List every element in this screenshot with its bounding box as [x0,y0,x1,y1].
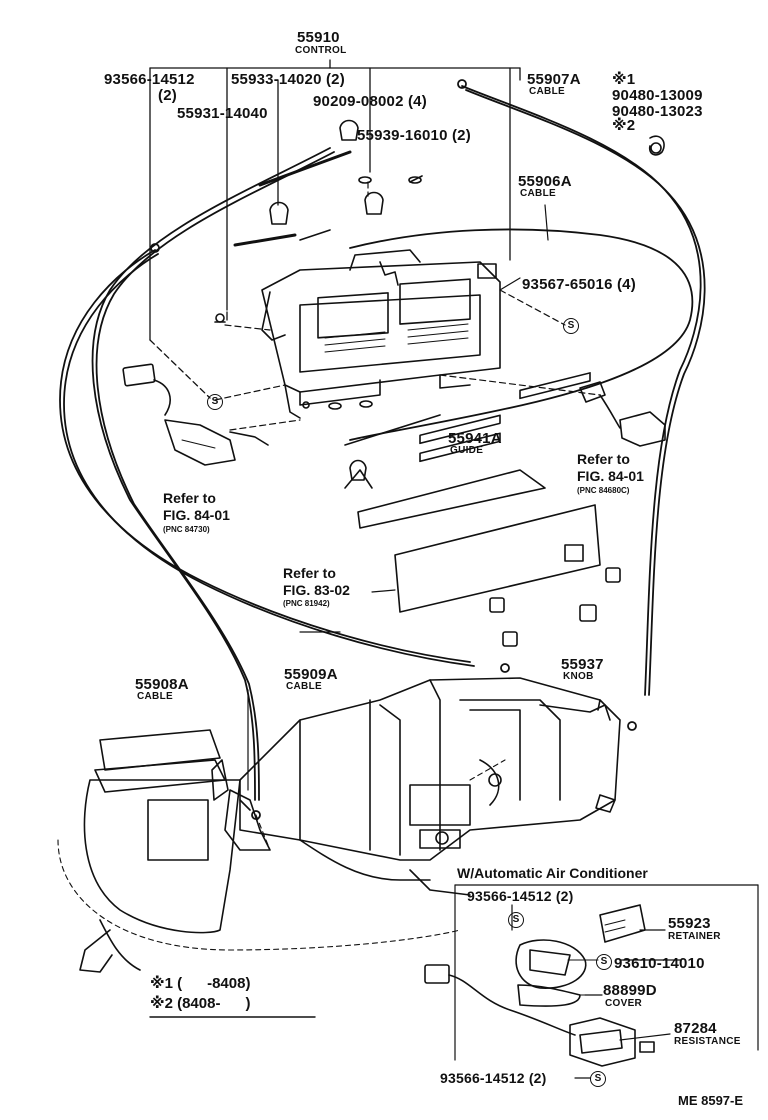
label-guide-pn: 55941A [448,430,502,447]
label-cable-b-pn: 55906A [518,173,572,190]
label-screw-a-qty: (2) [158,87,177,104]
label-ref-84-01-right-line2: FIG. 84-01 [577,468,644,484]
label-ref-83-02-pnc: (PNC 81942) [283,599,330,608]
label-part-55939: 55939-16010 (2) [357,127,471,144]
label-part-55931: 55931-14040 [177,105,268,122]
screw-marker: S [508,912,524,928]
small-clips [214,119,665,323]
label-resistance-name: RESISTANCE [674,1036,741,1047]
label-cable-c-name: CABLE [137,691,173,702]
right-harness [579,381,666,447]
label-part-55933: 55933-14020 (2) [231,71,345,88]
label-control-pn: 55910 [297,29,340,46]
screw-marker: S [596,954,612,970]
heater-case [79,677,621,973]
label-cable-d-pn: 55909A [284,666,338,683]
left-harness [122,363,269,466]
label-ref-84-01-left-pnc: (PNC 84730) [163,525,210,534]
legend-note-1: ※1 ( -8408) [150,975,251,992]
label-auto-screw-top: 93566-14512 (2) [467,888,574,904]
label-note1-mark: ※1 [612,71,636,88]
label-ref-84-01-right-line1: Refer to [577,451,630,467]
knobs [489,567,621,647]
label-knob-pn: 55937 [561,656,604,673]
label-auto-ac-header: W/Automatic Air Conditioner [457,865,648,881]
label-leaders [149,204,681,1079]
dashed-connectors [214,181,601,431]
label-screw-b-pn: 93567-65016 (4) [522,276,636,293]
label-cable-c-pn: 55908A [135,676,189,693]
label-cable-d-name: CABLE [286,681,322,692]
label-note1b-pn: 90480-13023 [612,103,703,120]
label-ref-84-01-left-line1: Refer to [163,490,216,506]
label-screw-a-pn: 93566-14512 [104,71,195,88]
label-ref-83-02-line2: FIG. 83-02 [283,582,350,598]
label-guide-name: GUIDE [450,445,484,456]
control-head-assembly [261,249,501,419]
label-cable-b-name: CABLE [520,188,556,199]
label-control-name: CONTROL [295,45,347,56]
label-cable-a-name: CABLE [529,86,565,97]
label-note2-mark: ※2 [612,117,636,134]
label-retainer-pn: 55923 [668,915,711,932]
label-cover-name: COVER [605,998,643,1009]
guide-panel [344,372,601,613]
legend-note-2: ※2 (8408- ) [150,995,251,1012]
label-ref-84-01-left-line2: FIG. 84-01 [163,507,230,523]
screw-marker: S [207,394,223,410]
label-retainer-name: RETAINER [668,931,721,942]
auto-ac-parts [424,904,655,1067]
label-resistance-pn: 87284 [674,1020,717,1037]
label-cable-a-pn: 55907A [527,71,581,88]
label-ref-84-01-right-pnc: (PNC 84680C) [577,486,630,495]
screw-marker: S [563,318,579,334]
drawing-code: ME 8597-E [678,1093,744,1108]
label-knob-name: KNOB [563,671,594,682]
screw-marker: S [590,1071,606,1087]
heater-dashes [57,759,506,951]
label-part-90209: 90209-08002 (4) [313,93,427,110]
label-auto-screw-bottom: 93566-14512 (2) [440,1070,547,1086]
label-cover-pn: 88899D [603,982,657,999]
auto-ac-box [454,884,759,1061]
label-note1-pn: 90480-13009 [612,87,703,104]
top-leader-lines [149,59,521,399]
label-part-93610: 93610-14010 [614,955,705,972]
label-ref-83-02-line1: Refer to [283,565,336,581]
